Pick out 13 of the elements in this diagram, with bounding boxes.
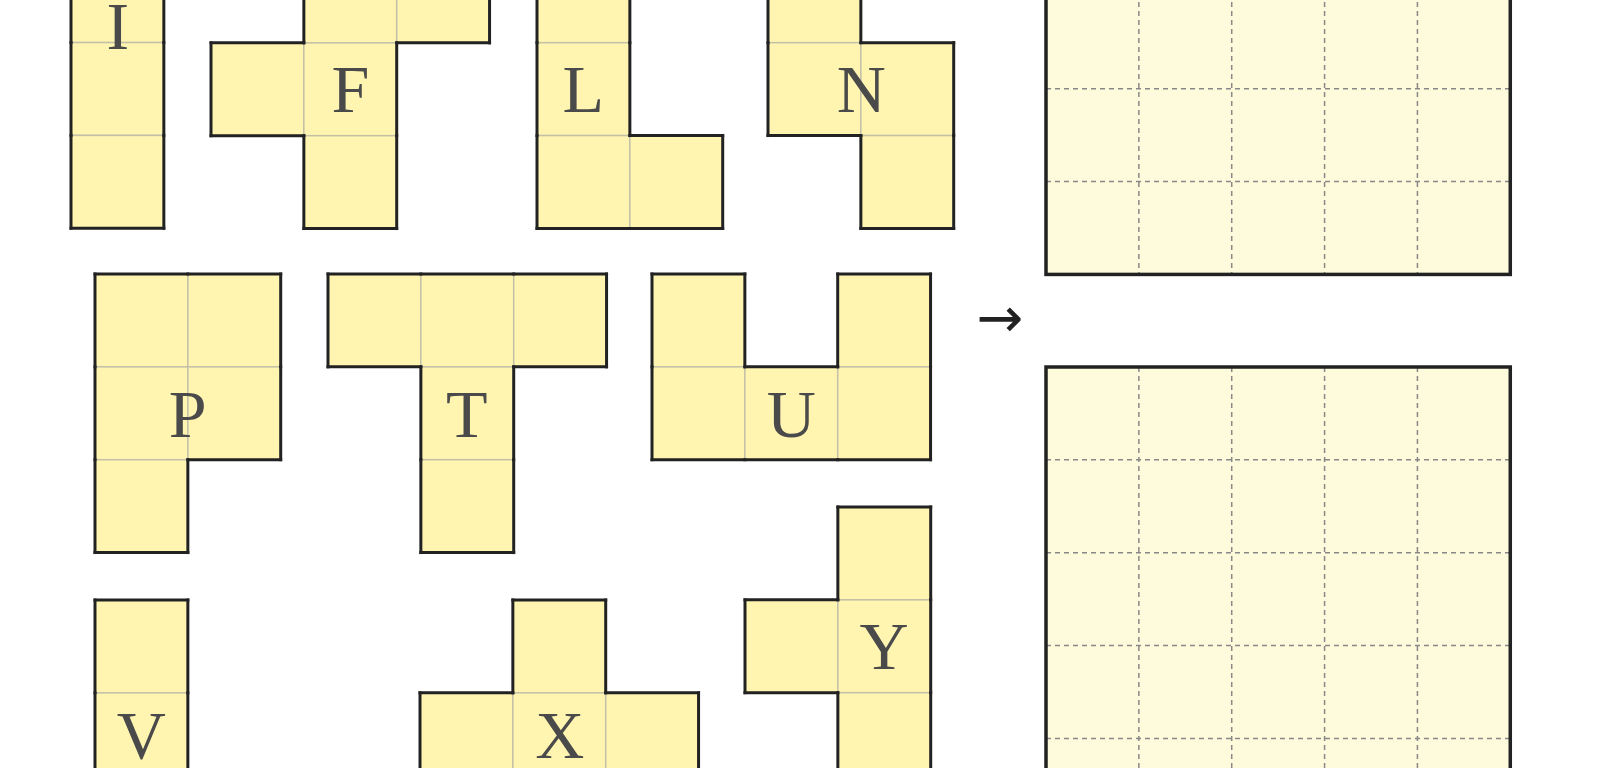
piece-letter: I (106, 0, 130, 61)
empty-grid (1045, 0, 1511, 275)
piece-letter: P (168, 379, 207, 448)
piece-letter: L (562, 55, 604, 124)
piece-letter: T (446, 379, 488, 448)
piece-letter: U (766, 379, 816, 448)
piece-letter: N (836, 55, 886, 124)
piece-letter: X (535, 700, 585, 768)
piece-letter: Y (859, 612, 909, 681)
piece-letter: V (116, 700, 166, 768)
arrow-sign: → (976, 290, 1024, 347)
empty-grid (1045, 367, 1511, 768)
piece-letter: F (331, 55, 370, 124)
